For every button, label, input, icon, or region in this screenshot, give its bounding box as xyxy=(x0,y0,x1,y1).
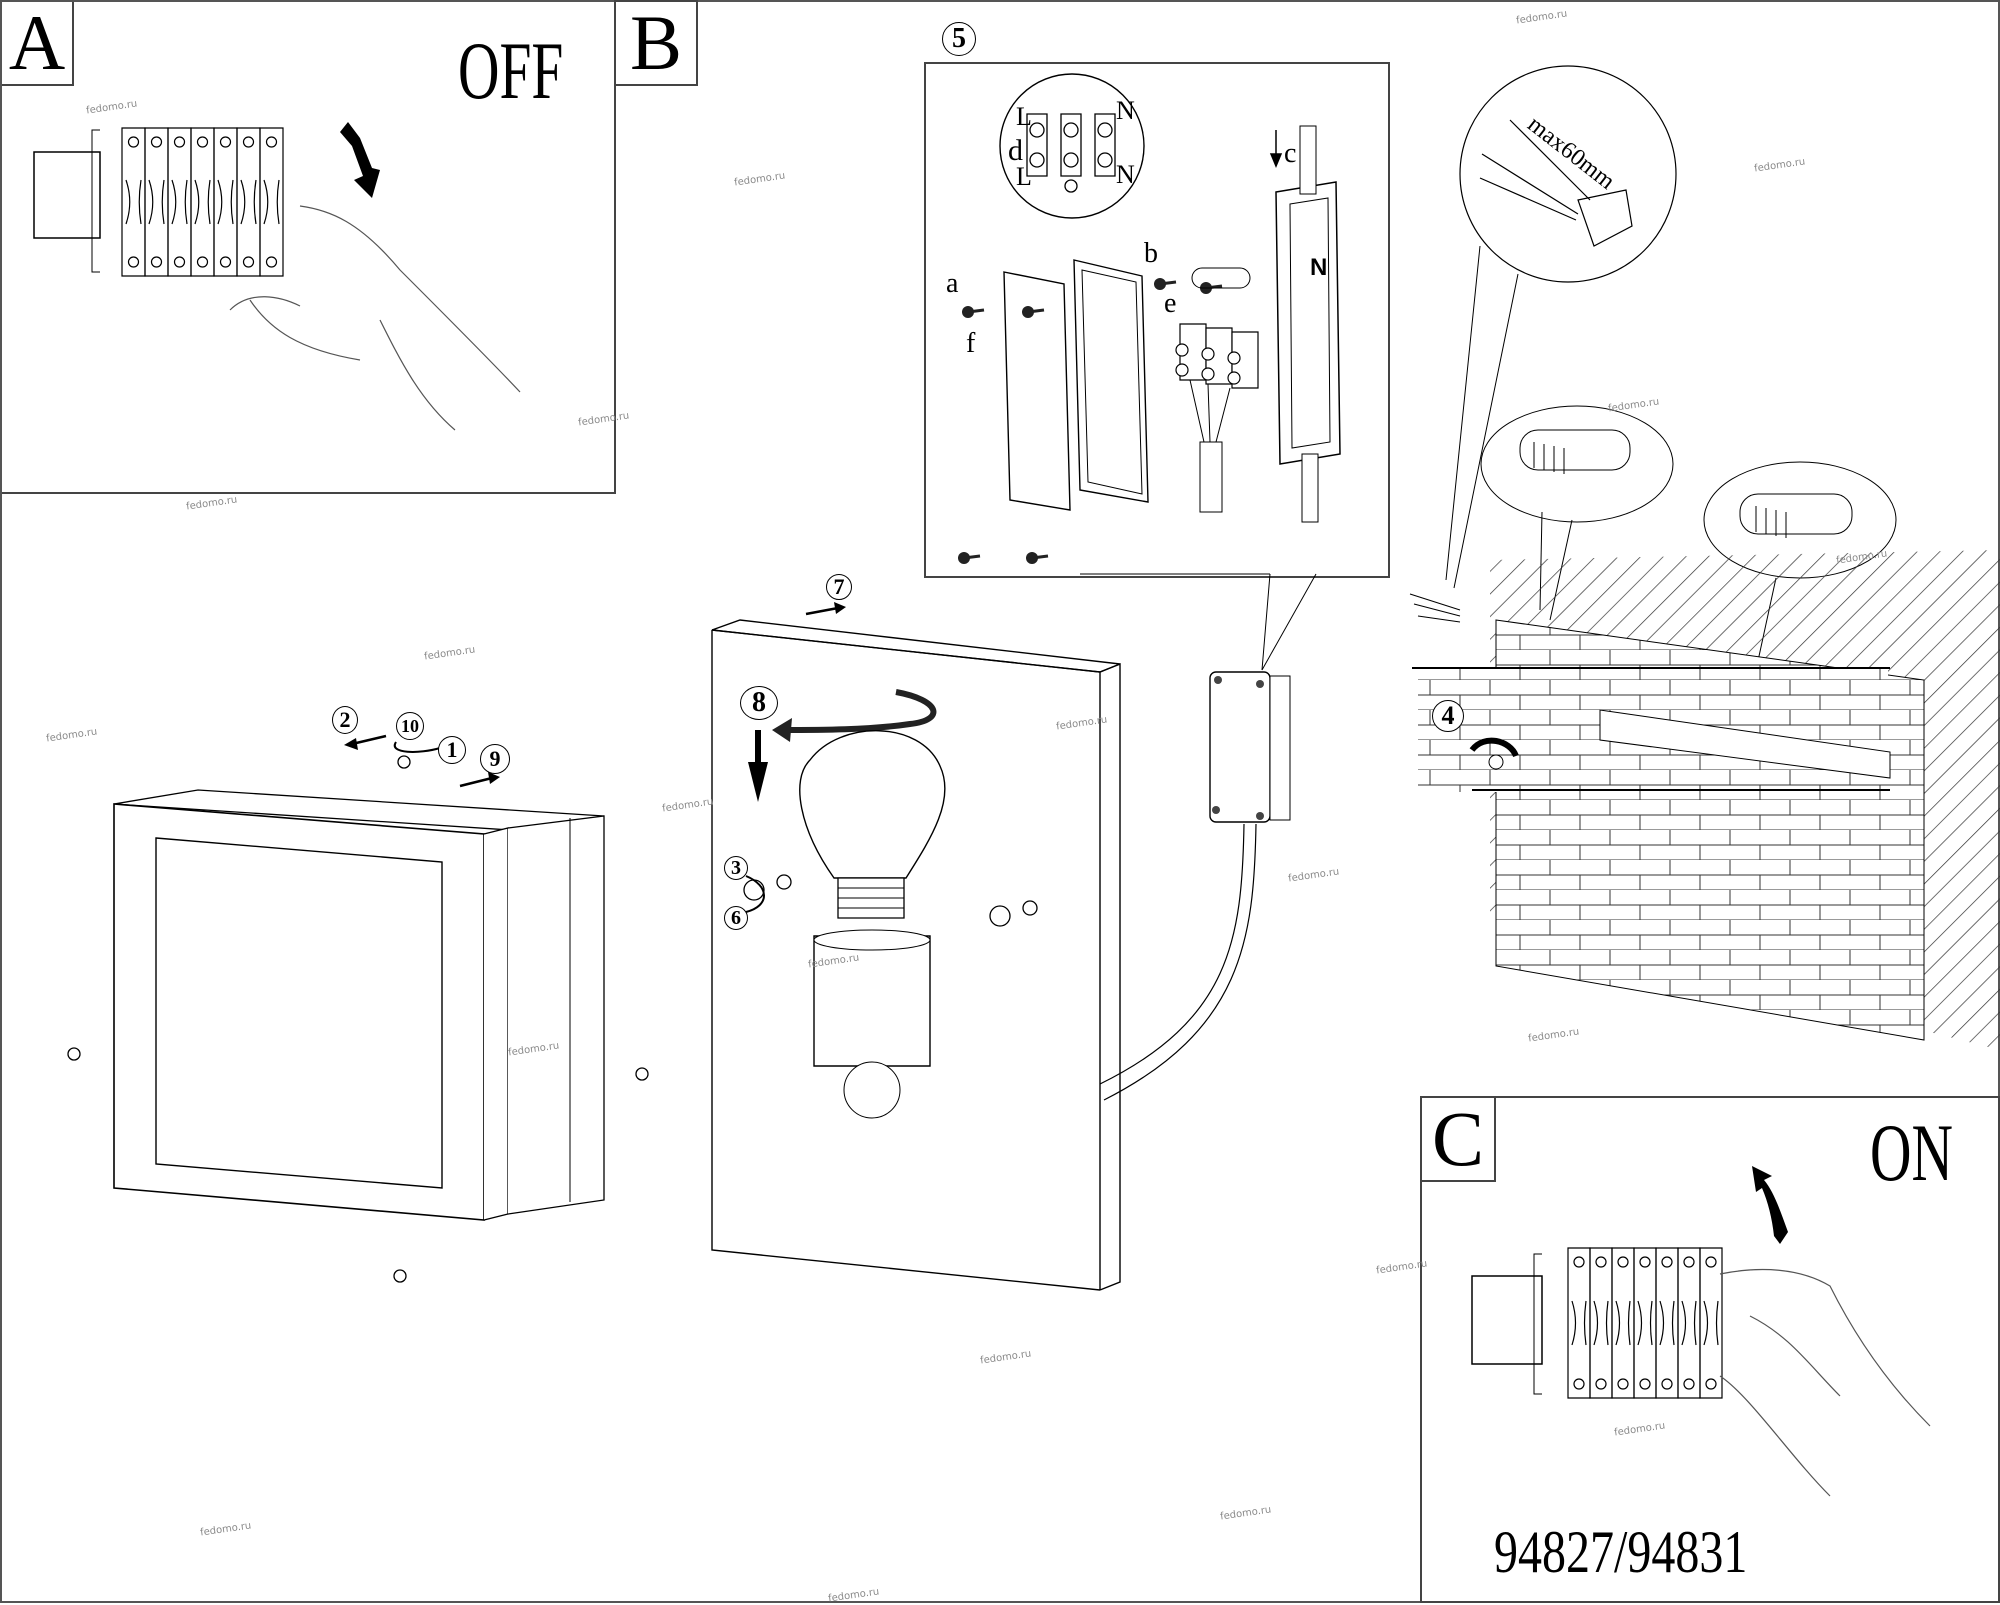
step-4-screw-arrow-icon xyxy=(1472,741,1516,756)
panel-a-switch-off xyxy=(0,0,616,494)
breaker-toggle xyxy=(1682,1301,1696,1345)
terminal-screw xyxy=(1706,1257,1716,1267)
step-1-marker: 1 xyxy=(438,736,466,764)
step-2-arrow-icon xyxy=(352,736,386,744)
model-number: 94827/94831 xyxy=(1494,1519,1748,1585)
on-label: ON xyxy=(1870,1107,1953,1198)
step-7-marker: 7 xyxy=(826,574,852,600)
terminal-screw xyxy=(152,137,162,147)
panel-c-tag: C xyxy=(1420,1096,1496,1182)
terminal-screw xyxy=(1684,1257,1694,1267)
breaker-panel-a xyxy=(0,122,616,494)
breaker-module xyxy=(260,128,283,276)
breaker-module xyxy=(1656,1248,1678,1398)
breaker-toggle xyxy=(1616,1301,1630,1345)
breaker-module xyxy=(1700,1248,1722,1398)
terminal-screw xyxy=(267,257,277,267)
terminal-screw xyxy=(221,137,231,147)
step-1-rotate-icon xyxy=(395,742,440,752)
off-arrow-icon xyxy=(340,122,380,198)
label-n-top: N xyxy=(1116,96,1135,125)
terminal-screw xyxy=(198,137,208,147)
breaker-module xyxy=(1612,1248,1634,1398)
junction-box-detail-drawing xyxy=(958,62,1390,564)
label-b: b xyxy=(1144,238,1158,269)
terminal-screw xyxy=(1640,1379,1650,1389)
hand-icon xyxy=(1720,1270,1930,1496)
breaker-module xyxy=(1678,1248,1700,1398)
terminal-screw xyxy=(1618,1257,1628,1267)
terminal-screw xyxy=(1662,1257,1672,1267)
breaker-toggle xyxy=(1638,1301,1652,1345)
panel-a-tag: A xyxy=(0,0,74,86)
breaker-toggle xyxy=(1704,1301,1718,1345)
terminal-screw xyxy=(244,257,254,267)
breaker-toggle xyxy=(149,180,164,224)
terminal-screw xyxy=(1618,1379,1628,1389)
terminal-screw xyxy=(198,257,208,267)
breaker-module xyxy=(1590,1248,1612,1398)
step-3-marker: 3 xyxy=(724,856,748,880)
label-l-top: L xyxy=(1016,102,1032,131)
step-2-marker: 2 xyxy=(332,706,358,734)
step-8-marker: 8 xyxy=(740,686,778,720)
terminal-screw xyxy=(244,137,254,147)
panel-c-switch-on xyxy=(1420,1096,2000,1603)
off-label: OFF xyxy=(458,25,564,116)
terminal-screw xyxy=(1662,1379,1672,1389)
step-7-arrow-icon xyxy=(806,608,838,614)
step-10-marker: 10 xyxy=(396,712,424,740)
label-box-n: N xyxy=(1310,254,1328,281)
terminal-screw xyxy=(129,257,139,267)
breaker-panel-c xyxy=(1420,1166,2000,1603)
terminal-screw xyxy=(1574,1257,1584,1267)
terminal-screw xyxy=(1640,1257,1650,1267)
breaker-toggle xyxy=(1660,1301,1674,1345)
step-6-marker: 6 xyxy=(724,906,748,930)
step-9-marker: 9 xyxy=(480,744,510,774)
breaker-toggle xyxy=(264,180,279,224)
label-c: c xyxy=(1284,138,1297,169)
breaker-toggle xyxy=(195,180,210,224)
terminal-screw xyxy=(1596,1257,1606,1267)
breaker-toggle xyxy=(241,180,256,224)
label-f: f xyxy=(966,328,976,359)
terminal-screw xyxy=(1574,1379,1584,1389)
breaker-module xyxy=(1634,1248,1656,1398)
label-e: e xyxy=(1164,288,1177,319)
terminal-screw xyxy=(175,137,185,147)
breaker-toggle xyxy=(218,180,233,224)
terminal-screw xyxy=(1684,1379,1694,1389)
terminal-screw xyxy=(175,257,185,267)
label-l-bottom: L xyxy=(1016,162,1032,191)
breaker-toggle xyxy=(126,180,141,224)
terminal-screw xyxy=(152,257,162,267)
label-n-bottom: N xyxy=(1116,160,1135,189)
hand-icon xyxy=(230,206,520,430)
wall-mounting-drawing xyxy=(1400,50,2000,1050)
label-a: a xyxy=(946,268,959,299)
terminal-screw xyxy=(1706,1379,1716,1389)
breaker-module xyxy=(1568,1248,1590,1398)
terminal-screw xyxy=(221,257,231,267)
on-arrow-icon xyxy=(1752,1166,1788,1244)
breaker-toggle xyxy=(172,180,187,224)
terminal-screw xyxy=(1596,1379,1606,1389)
step-4-marker: 4 xyxy=(1432,700,1464,732)
terminal-screw xyxy=(129,137,139,147)
breaker-toggle xyxy=(1572,1301,1586,1345)
rotate-arrow-icon xyxy=(780,692,933,730)
breaker-toggle xyxy=(1594,1301,1608,1345)
step-5-marker: 5 xyxy=(942,22,976,56)
mounted-junction-box xyxy=(1080,560,1420,1160)
panel-b-tag: B xyxy=(614,0,698,86)
back-plate-drawing xyxy=(700,602,1140,1290)
terminal-screw xyxy=(267,137,277,147)
insert-arrow-icon xyxy=(1271,130,1281,166)
label-d: d xyxy=(1008,134,1023,167)
lamp-housing-drawing xyxy=(0,750,680,1600)
light-bulb-icon xyxy=(800,731,945,878)
step-9-arrow-icon xyxy=(460,778,492,786)
